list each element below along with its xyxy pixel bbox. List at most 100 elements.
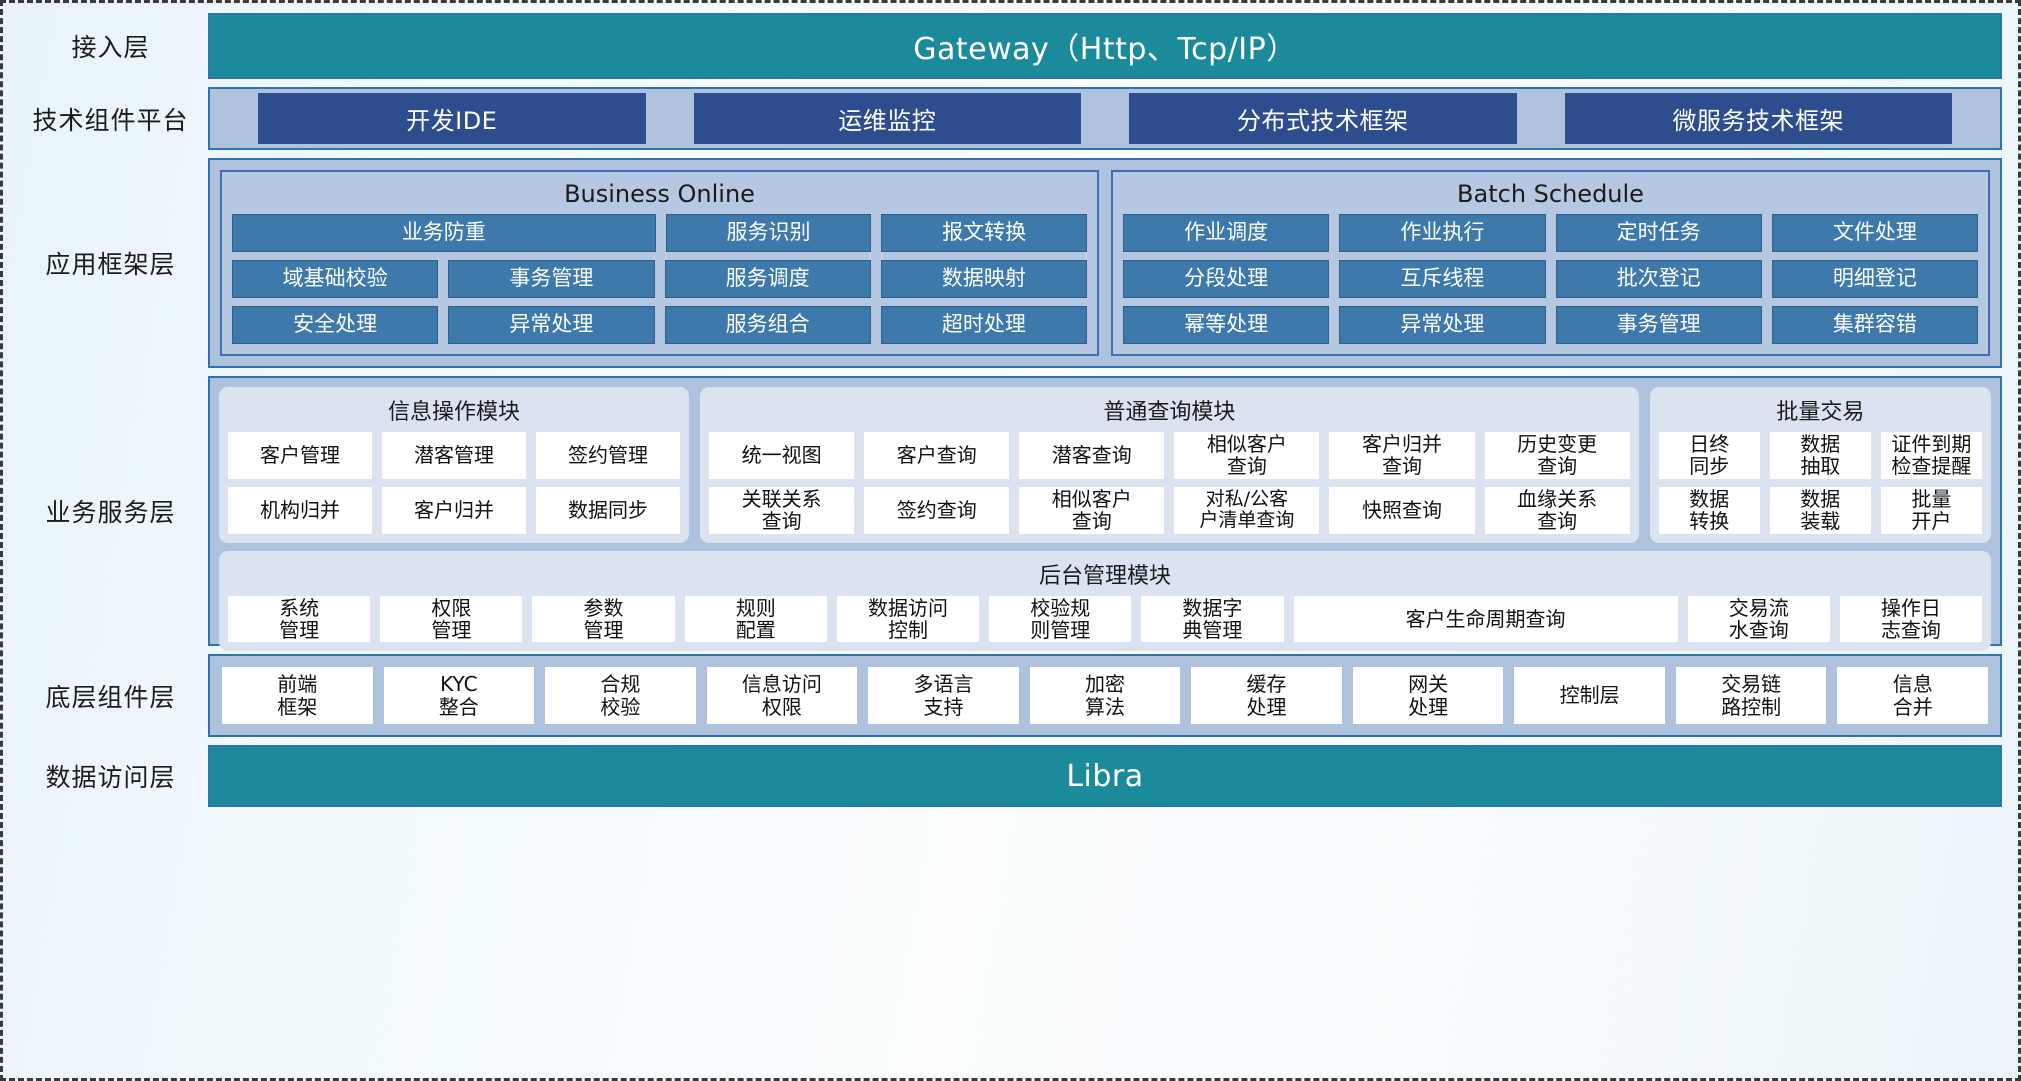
- app-chip-bo-1-3[interactable]: 数据映射: [880, 260, 1087, 298]
- app-chip-bo-0-2[interactable]: 报文转换: [881, 214, 1087, 252]
- app-line: 安全处理 异常处理 服务组合 超时处理: [232, 306, 1087, 344]
- cell-query-1-2[interactable]: 相似客户查询: [1019, 486, 1165, 534]
- cell-comp-9[interactable]: 交易链路控制: [1675, 667, 1827, 724]
- cell-query-0-4[interactable]: 客户归并查询: [1329, 432, 1475, 479]
- cell-comp-6[interactable]: 缓存处理: [1191, 667, 1342, 724]
- cell-comp-10[interactable]: 信息合并: [1837, 667, 1989, 724]
- app-chip-bs-2-3[interactable]: 集群容错: [1771, 306, 1978, 344]
- libra-bar[interactable]: Libra: [208, 745, 2002, 807]
- tech-chip-dev-ide[interactable]: 开发IDE: [258, 93, 646, 144]
- app-chip-bo-2-1[interactable]: 异常处理: [448, 306, 655, 344]
- cell-mgmt-5[interactable]: 校验规则管理: [989, 595, 1132, 643]
- app-line: 业务防重 服务识别 报文转换: [232, 214, 1087, 252]
- cell-info-1-2[interactable]: 数据同步: [536, 486, 681, 534]
- group-title-batch-schedule: Batch Schedule: [1457, 180, 1644, 208]
- app-chip-bs-1-1[interactable]: 互斥线程: [1339, 260, 1546, 298]
- module-grid-info-operation: 客户管理 潜客管理 签约管理 机构归并 客户归并 数据同步: [228, 432, 681, 534]
- app-chip-bs-1-2[interactable]: 批次登记: [1555, 260, 1762, 298]
- layer-label-component: 底层组件层: [45, 682, 176, 712]
- cell-query-1-3[interactable]: 对私/公客户清单查询: [1174, 486, 1320, 534]
- app-chip-bo-2-2[interactable]: 服务组合: [664, 306, 871, 344]
- app-chip-bo-0-0[interactable]: 业务防重: [232, 214, 656, 252]
- app-chip-bo-1-2[interactable]: 服务调度: [664, 260, 871, 298]
- cell-query-1-4[interactable]: 快照查询: [1329, 486, 1475, 534]
- module-title-backend-management: 后台管理模块: [1038, 563, 1171, 589]
- cell-mgmt-9[interactable]: 操作日志查询: [1839, 595, 1983, 643]
- app-chip-bs-2-1[interactable]: 异常处理: [1339, 306, 1546, 344]
- tech-chip-microservice-framework[interactable]: 微服务技术框架: [1564, 93, 1952, 144]
- cell-batch-1-0[interactable]: 数据转换: [1658, 486, 1760, 534]
- cell-comp-4[interactable]: 多语言支持: [868, 667, 1019, 724]
- cell-query-0-3[interactable]: 相似客户查询: [1174, 432, 1320, 479]
- module-common-query: 普通查询模块 统一视图 客户查询 潜客查询 相似客户查询 客户归并查询 历史变更…: [700, 387, 1639, 543]
- cell-mgmt-4[interactable]: 数据访问控制: [836, 595, 980, 643]
- app-chip-bs-1-0[interactable]: 分段处理: [1123, 260, 1330, 298]
- cell-batch-0-2[interactable]: 证件到期检查提醒: [1880, 432, 1982, 479]
- layer-body-business-service: 信息操作模块 客户管理 潜客管理 签约管理 机构归并 客户归并: [208, 376, 2002, 652]
- module-line: 系统管理 权限管理 参数管理 规则配置 数据访问控制 校验规则管理 数据字典管理…: [228, 595, 1983, 643]
- gateway-bar[interactable]: Gateway（Http、Tcp/IP）: [208, 13, 2002, 79]
- business-service-top-row: 信息操作模块 客户管理 潜客管理 签约管理 机构归并 客户归并: [219, 387, 1991, 543]
- cell-comp-3[interactable]: 信息访问权限: [706, 667, 858, 724]
- app-chip-bo-2-0[interactable]: 安全处理: [232, 306, 439, 344]
- cell-comp-8[interactable]: 控制层: [1514, 667, 1665, 724]
- app-chip-bs-0-0[interactable]: 作业调度: [1123, 214, 1330, 252]
- module-batch-transaction: 批量交易 日终同步 数据抽取 证件到期检查提醒 数据转换 数据装载: [1649, 387, 1991, 543]
- cell-mgmt-8[interactable]: 交易流水查询: [1687, 595, 1830, 643]
- app-chip-bo-2-3[interactable]: 超时处理: [880, 306, 1087, 344]
- app-chip-bo-1-1[interactable]: 事务管理: [448, 260, 655, 298]
- app-chip-bs-1-3[interactable]: 明细登记: [1771, 260, 1978, 298]
- cell-query-1-0[interactable]: 关联关系查询: [709, 486, 855, 534]
- app-chip-bs-0-3[interactable]: 文件处理: [1771, 214, 1978, 252]
- cell-batch-1-2[interactable]: 批量开户: [1880, 486, 1982, 534]
- cell-query-0-2[interactable]: 潜客查询: [1019, 432, 1165, 479]
- module-line: 数据转换 数据装载 批量开户: [1658, 486, 1982, 534]
- cell-info-0-2[interactable]: 签约管理: [536, 432, 681, 479]
- cell-query-0-1[interactable]: 客户查询: [864, 432, 1010, 479]
- cell-info-0-1[interactable]: 潜客管理: [382, 432, 527, 479]
- module-line: 机构归并 客户归并 数据同步: [228, 486, 681, 534]
- tech-chip-distributed-framework[interactable]: 分布式技术框架: [1129, 93, 1517, 144]
- layer-body-tech-platform: 开发IDE 运维监控 分布式技术框架 微服务技术框架: [208, 87, 2002, 150]
- cell-mgmt-3[interactable]: 规则配置: [684, 595, 827, 643]
- app-chip-bs-2-0[interactable]: 幂等处理: [1123, 306, 1330, 344]
- cell-mgmt-1[interactable]: 权限管理: [380, 595, 523, 643]
- cell-batch-1-1[interactable]: 数据装载: [1769, 486, 1871, 534]
- layer-label-access: 接入层: [71, 33, 150, 62]
- cell-query-0-0[interactable]: 统一视图: [709, 432, 855, 479]
- cell-mgmt-2[interactable]: 参数管理: [532, 595, 675, 643]
- module-title-batch-transaction: 批量交易: [1776, 400, 1865, 425]
- cell-mgmt-6[interactable]: 数据字典管理: [1141, 595, 1284, 643]
- cell-batch-0-1[interactable]: 数据抽取: [1769, 432, 1871, 479]
- layer-row-app-framework: 应用框架层 Business Online 业务防重 服务识别 报文转换 域: [13, 158, 2002, 368]
- cell-info-1-0[interactable]: 机构归并: [228, 486, 373, 534]
- tech-platform-panel: 开发IDE 运维监控 分布式技术框架 微服务技术框架: [208, 87, 2002, 150]
- cell-query-1-5[interactable]: 血缘关系查询: [1484, 486, 1630, 534]
- cell-batch-0-0[interactable]: 日终同步: [1658, 432, 1760, 479]
- cell-mgmt-0[interactable]: 系统管理: [228, 595, 371, 643]
- tech-chip-ops-monitor[interactable]: 运维监控: [693, 93, 1081, 144]
- cell-comp-2[interactable]: 合规校验: [545, 667, 696, 724]
- layer-stack: 接入层 Gateway（Http、Tcp/IP） 技术组件平台 开发IDE 运维…: [13, 13, 2002, 807]
- module-grid-common-query: 统一视图 客户查询 潜客查询 相似客户查询 客户归并查询 历史变更查询 关联关系…: [709, 432, 1630, 534]
- app-chip-bs-0-2[interactable]: 定时任务: [1555, 214, 1762, 252]
- cell-query-1-1[interactable]: 签约查询: [864, 486, 1010, 534]
- cell-mgmt-7[interactable]: 客户生命周期查询: [1293, 595, 1678, 643]
- cell-query-0-5[interactable]: 历史变更查询: [1484, 432, 1630, 479]
- cell-comp-5[interactable]: 加密算法: [1029, 667, 1181, 724]
- cell-comp-0[interactable]: 前端框架: [222, 667, 373, 724]
- cell-info-1-1[interactable]: 客户归并: [382, 486, 527, 534]
- app-chip-bo-0-1[interactable]: 服务识别: [665, 214, 872, 252]
- layer-label-business-service: 业务服务层: [45, 498, 176, 527]
- app-chip-bs-2-2[interactable]: 事务管理: [1555, 306, 1762, 344]
- app-chip-bs-0-1[interactable]: 作业执行: [1339, 214, 1546, 252]
- app-chip-bo-1-0[interactable]: 域基础校验: [232, 260, 439, 298]
- business-service-panel: 信息操作模块 客户管理 潜客管理 签约管理 机构归并 客户归并: [208, 376, 2002, 652]
- cell-comp-7[interactable]: 网关处理: [1352, 667, 1504, 724]
- module-backend-management: 后台管理模块 系统管理 权限管理 参数管理 规则配置 数据访问控制 校验规则管理…: [219, 550, 1991, 652]
- layer-label-app-framework: 应用框架层: [45, 250, 176, 279]
- cell-info-0-0[interactable]: 客户管理: [228, 432, 373, 479]
